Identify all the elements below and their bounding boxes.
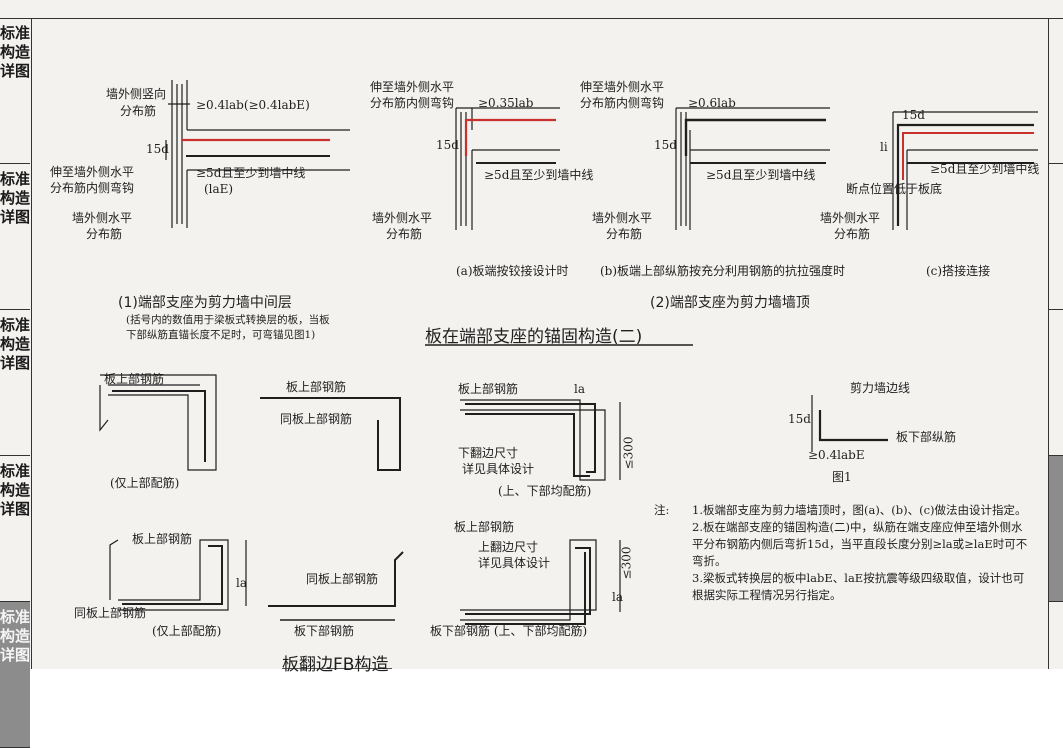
label: 同板上部钢筋 bbox=[280, 412, 353, 426]
section-1-note: 下部纵筋直锚长度不足时，可弯锚见图1) bbox=[126, 329, 316, 341]
label: 伸至墙外侧水平 bbox=[50, 165, 135, 179]
right-tab[interactable] bbox=[1049, 164, 1063, 310]
label: 伸至墙外侧水平 bbox=[580, 80, 665, 94]
label: ≥5d且至少到墙中线 bbox=[930, 162, 1040, 176]
label: (上、下部均配筋) bbox=[498, 484, 592, 498]
fb-detail-4 bbox=[109, 539, 247, 611]
fb-detail-6 bbox=[460, 539, 621, 625]
label: ≥5d且至少到墙中线 bbox=[484, 168, 594, 182]
sidebar-tab[interactable]: 标准构造详图 bbox=[0, 18, 30, 164]
caption-a: (a)板端按铰接设计时 bbox=[456, 264, 569, 278]
label: 上翻边尺寸 bbox=[478, 540, 539, 554]
figure-1 bbox=[811, 395, 888, 452]
label: 剪力墙边线 bbox=[850, 381, 911, 395]
label: 15d bbox=[436, 138, 459, 152]
detail-a-hinged bbox=[455, 107, 560, 230]
label: (仅上部配筋) bbox=[110, 476, 180, 490]
label: 分布筋内侧弯钩 bbox=[50, 181, 135, 195]
label: 详见具体设计 bbox=[478, 556, 551, 570]
label: ≥0.35lab bbox=[478, 96, 534, 110]
sidebar-tab[interactable]: 标准构造详图 bbox=[0, 310, 30, 456]
label: ≥5d且至少到墙中线 bbox=[706, 168, 816, 182]
label: 伸至墙外侧水平 bbox=[370, 80, 455, 94]
label: 15d bbox=[902, 108, 925, 122]
label: la bbox=[612, 590, 623, 604]
fb-detail-3 bbox=[460, 399, 621, 481]
detail-c-lap bbox=[892, 111, 1038, 230]
label: 板上部钢筋 bbox=[454, 520, 515, 534]
section-1-title: (1)端部支座为剪力墙中间层 bbox=[118, 295, 292, 311]
note-item: 1.板端部支座为剪力墙墙顶时，图(a)、(b)、(c)做法由设计指定。 bbox=[692, 503, 1027, 517]
label: 断点位置低于板底 bbox=[846, 182, 943, 196]
label: (仅上部配筋) bbox=[152, 624, 222, 638]
fb-detail-2 bbox=[260, 397, 401, 471]
label: (laE) bbox=[204, 182, 234, 196]
caption-c: (c)搭接连接 bbox=[926, 264, 991, 278]
note-item: 2.板在端部支座的锚固构造(二)中，纵筋在端支座应伸至墙外侧水平分布钢筋内侧后弯… bbox=[692, 520, 1028, 568]
label: 墙外侧水平 bbox=[72, 211, 133, 225]
sidebar-tab[interactable]: 标准构造详图 bbox=[0, 456, 30, 602]
label: ≥0.6lab bbox=[688, 96, 736, 110]
label: 板上部钢筋 bbox=[132, 532, 193, 546]
label: 详见具体设计 bbox=[462, 462, 535, 476]
fb-detail-5 bbox=[268, 551, 404, 621]
label: 同板上部钢筋 bbox=[74, 606, 147, 620]
figure-1-title: 图1 bbox=[832, 470, 852, 484]
label: 墙外侧水平 bbox=[592, 211, 653, 225]
label: 分布筋 bbox=[834, 227, 871, 241]
label: 分布筋内侧弯钩 bbox=[580, 96, 665, 110]
sidebar-tab[interactable]: 标准构造详图 bbox=[0, 164, 30, 310]
note-item: 3.梁板式转换层的板中labE、laE按抗震等级四级取值，设计也可根据实际工程情… bbox=[692, 571, 1025, 602]
label: 墙外侧竖向 bbox=[106, 87, 167, 101]
label: 分布筋 bbox=[86, 227, 123, 241]
label: 15d bbox=[146, 142, 169, 156]
right-tab[interactable] bbox=[1049, 18, 1063, 164]
label: 板上部钢筋 bbox=[286, 380, 347, 394]
fb-detail-1 bbox=[99, 374, 217, 471]
label: la bbox=[236, 576, 247, 590]
label: 分布筋 bbox=[120, 104, 157, 118]
label: 15d bbox=[788, 412, 811, 426]
label: ≥0.4lab(≥0.4labE) bbox=[196, 98, 310, 112]
detail-b-full-tension bbox=[675, 107, 830, 230]
label: 板上部钢筋 bbox=[104, 372, 165, 386]
right-sidebar bbox=[1048, 18, 1063, 669]
section-1-note: (括号内的数值用于梁板式转换层的板，当板 bbox=[126, 314, 330, 326]
detail-mid-floor-wall bbox=[165, 80, 350, 228]
label: la bbox=[574, 382, 585, 396]
label: 板下部钢筋 (上、下部均配筋) bbox=[430, 624, 588, 638]
label: ≥0.4labE bbox=[808, 448, 865, 462]
notes-prefix: 注: bbox=[654, 503, 670, 517]
top-border bbox=[0, 18, 1063, 19]
right-tab-active[interactable] bbox=[1049, 456, 1063, 602]
section-2-title: (2)端部支座为剪力墙墙顶 bbox=[650, 295, 810, 311]
label: 同板上部钢筋 bbox=[306, 572, 379, 586]
right-tab[interactable] bbox=[1049, 310, 1063, 456]
label: 分布筋内侧弯钩 bbox=[370, 96, 455, 110]
label: 下翻边尺寸 bbox=[458, 446, 519, 460]
main-heading: 板在端部支座的锚固构造(二) bbox=[425, 327, 643, 347]
drawing-canvas bbox=[99, 80, 1038, 669]
caption-b: (b)板端上部纵筋按充分利用钢筋的抗拉强度时 bbox=[600, 264, 846, 278]
label: ≤300 bbox=[619, 546, 634, 580]
label: 分布筋 bbox=[606, 227, 643, 241]
label: ≤300 bbox=[621, 436, 636, 470]
label: 分布筋 bbox=[386, 227, 423, 241]
label: ≥5d且至少到墙中线 bbox=[196, 166, 306, 180]
label: 15d bbox=[654, 138, 677, 152]
label: 板下部纵筋 bbox=[896, 430, 957, 444]
label: 板上部钢筋 bbox=[458, 382, 519, 396]
fb-heading: 板翻边FB构造 bbox=[282, 655, 389, 675]
label: 板下部钢筋 bbox=[294, 624, 355, 638]
label: li bbox=[880, 140, 888, 154]
label: 墙外侧水平 bbox=[372, 211, 433, 225]
label: 墙外侧水平 bbox=[820, 211, 881, 225]
notes-block: 注: 1.板端部支座为剪力墙墙顶时，图(a)、(b)、(c)做法由设计指定。 2… bbox=[654, 502, 1032, 604]
